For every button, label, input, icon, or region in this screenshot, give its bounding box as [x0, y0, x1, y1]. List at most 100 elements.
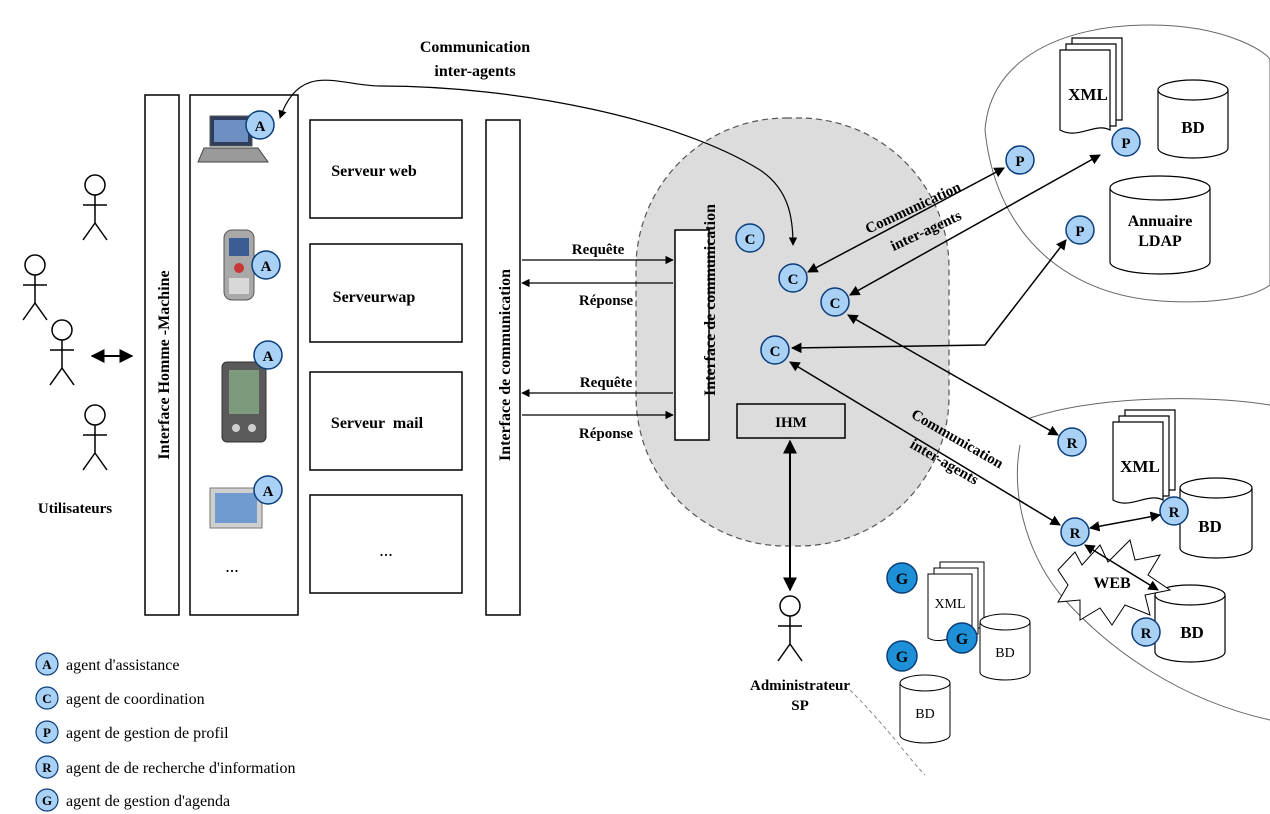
- agenda-db-icon-1: [979, 613, 1031, 681]
- svg-text:agent de coordination: agent de coordination: [66, 691, 205, 708]
- agent-r-2: R: [1060, 517, 1090, 547]
- ihm-vertical-box: [144, 94, 180, 616]
- devices-ellipsis: ...: [225, 556, 239, 576]
- agent-p-1: P: [1005, 145, 1035, 175]
- agent-a-laptop: A: [245, 110, 275, 140]
- svg-text:G: G: [896, 571, 909, 588]
- legend-item-r: R agent de de recherche d'information: [35, 755, 295, 779]
- svg-text:G: G: [42, 793, 52, 808]
- svg-text:agent d'assistance: agent d'assistance: [66, 657, 180, 674]
- top-comm-label-line2: inter-agents: [434, 63, 515, 80]
- svg-text:C: C: [830, 296, 841, 312]
- top-comm-label-line1: Communication: [420, 39, 530, 56]
- web-label: WEB: [1093, 575, 1131, 592]
- legend-item-c: C agent de coordination: [35, 686, 205, 710]
- server-more-box: [309, 494, 463, 594]
- agent-r-3: R: [1159, 496, 1189, 526]
- svg-text:P: P: [1121, 136, 1130, 152]
- research-db-icon-1: [1179, 477, 1253, 559]
- ihm-vertical-label: Interface Homme -Machine: [156, 270, 173, 459]
- profile-bd-label: BD: [1181, 118, 1205, 137]
- arrow-c4-r2: [789, 361, 1061, 526]
- mobile-phone-icon: [223, 229, 255, 301]
- ihm-box-label: IHM: [775, 415, 807, 431]
- response-label-1: Réponse: [579, 293, 634, 309]
- agent-c-3: C: [820, 287, 850, 317]
- request-label-1: Requête: [572, 242, 625, 258]
- response-label-2: Réponse: [579, 426, 634, 442]
- legend-item-g: G agent de gestion d'agenda: [35, 788, 230, 812]
- svg-text:agent de gestion de profil: agent de gestion de profil: [66, 725, 229, 742]
- svg-text:P: P: [1015, 154, 1024, 170]
- agent-g-1: G: [886, 562, 918, 594]
- agent-c-2: C: [778, 263, 808, 293]
- svg-text:C: C: [745, 232, 756, 248]
- server-mail-box: [309, 371, 463, 471]
- arrow-r2-web: [1084, 544, 1159, 591]
- comm-interface-inner-box: [674, 229, 710, 441]
- arrow-r2-r3: [1088, 511, 1162, 532]
- research-db-icon-2: [1154, 584, 1226, 663]
- svg-text:A: A: [263, 484, 274, 500]
- agent-c-4: C: [760, 335, 790, 365]
- agent-a-tv: A: [253, 475, 283, 505]
- server-web-label: Serveur web: [331, 163, 417, 180]
- users-label: Utilisateurs: [38, 501, 112, 517]
- agent-p-3: P: [1065, 215, 1095, 245]
- top-communication-arrow: [278, 79, 798, 246]
- server-more-label: ...: [379, 540, 393, 560]
- svg-text:R: R: [1141, 626, 1152, 642]
- agent-a-pda: A: [253, 340, 283, 370]
- svg-text:A: A: [261, 259, 272, 275]
- legend: A agent d'assistance C agent de coordina…: [35, 652, 295, 812]
- legend-item-a: A agent d'assistance: [35, 652, 180, 676]
- user-figure-1: [82, 174, 108, 241]
- profile-db-icon: [1157, 79, 1229, 159]
- svg-text:C: C: [42, 691, 51, 706]
- admin-label-line2: SP: [791, 698, 809, 714]
- agenda-db-icon-2: [899, 674, 951, 744]
- agent-r-4: R: [1131, 617, 1161, 647]
- agent-r-1: R: [1057, 427, 1087, 457]
- user-figure-4: [82, 404, 108, 471]
- server-wap-box: [309, 243, 463, 343]
- comm-interface-label: Interface de communication: [497, 269, 514, 461]
- laptop-icon: [197, 115, 269, 163]
- server-mail-label: Serveur mail: [331, 415, 424, 432]
- svg-text:P: P: [1075, 224, 1084, 240]
- agent-a-phone: A: [251, 250, 281, 280]
- research-bd-label-1: BD: [1198, 517, 1222, 536]
- svg-text:R: R: [1070, 526, 1081, 542]
- research-xml-icon: [1112, 409, 1176, 504]
- admin-figure: [777, 595, 803, 662]
- comm-interface-inner-label: Interface de communication: [702, 204, 719, 396]
- agent-p-2: P: [1111, 127, 1141, 157]
- svg-text:G: G: [896, 649, 909, 666]
- svg-text:C: C: [770, 344, 781, 360]
- svg-text:C: C: [788, 272, 799, 288]
- svg-text:A: A: [263, 349, 274, 365]
- agenda-bd-label-2: BD: [915, 707, 934, 722]
- tv-monitor-icon: [209, 487, 263, 529]
- svg-text:A: A: [42, 657, 52, 672]
- agent-g-2: G: [946, 622, 978, 654]
- svg-text:agent de de recherche d'inform: agent de de recherche d'information: [66, 760, 295, 777]
- research-xml-label: XML: [1120, 457, 1160, 476]
- agenda-bd-label-1: BD: [995, 646, 1014, 661]
- svg-text:R: R: [1067, 436, 1078, 452]
- ldap-label-line2: LDAP: [1138, 233, 1182, 250]
- legend-item-p: P agent de gestion de profil: [35, 720, 229, 744]
- xml-document-icon: [1059, 37, 1123, 134]
- pda-icon: [221, 361, 267, 443]
- svg-text:G: G: [956, 631, 969, 648]
- user-figure-3: [49, 319, 75, 386]
- svg-text:agent de gestion d'agenda: agent de gestion d'agenda: [66, 793, 230, 810]
- admin-label-line1: Administrateur: [750, 678, 850, 694]
- agent-c-1: C: [735, 223, 765, 253]
- research-bd-label-2: BD: [1180, 623, 1204, 642]
- agent-g-3: G: [886, 640, 918, 672]
- svg-text:A: A: [255, 119, 266, 135]
- profile-xml-label: XML: [1068, 85, 1108, 104]
- ldap-label-line1: Annuaire: [1128, 213, 1193, 230]
